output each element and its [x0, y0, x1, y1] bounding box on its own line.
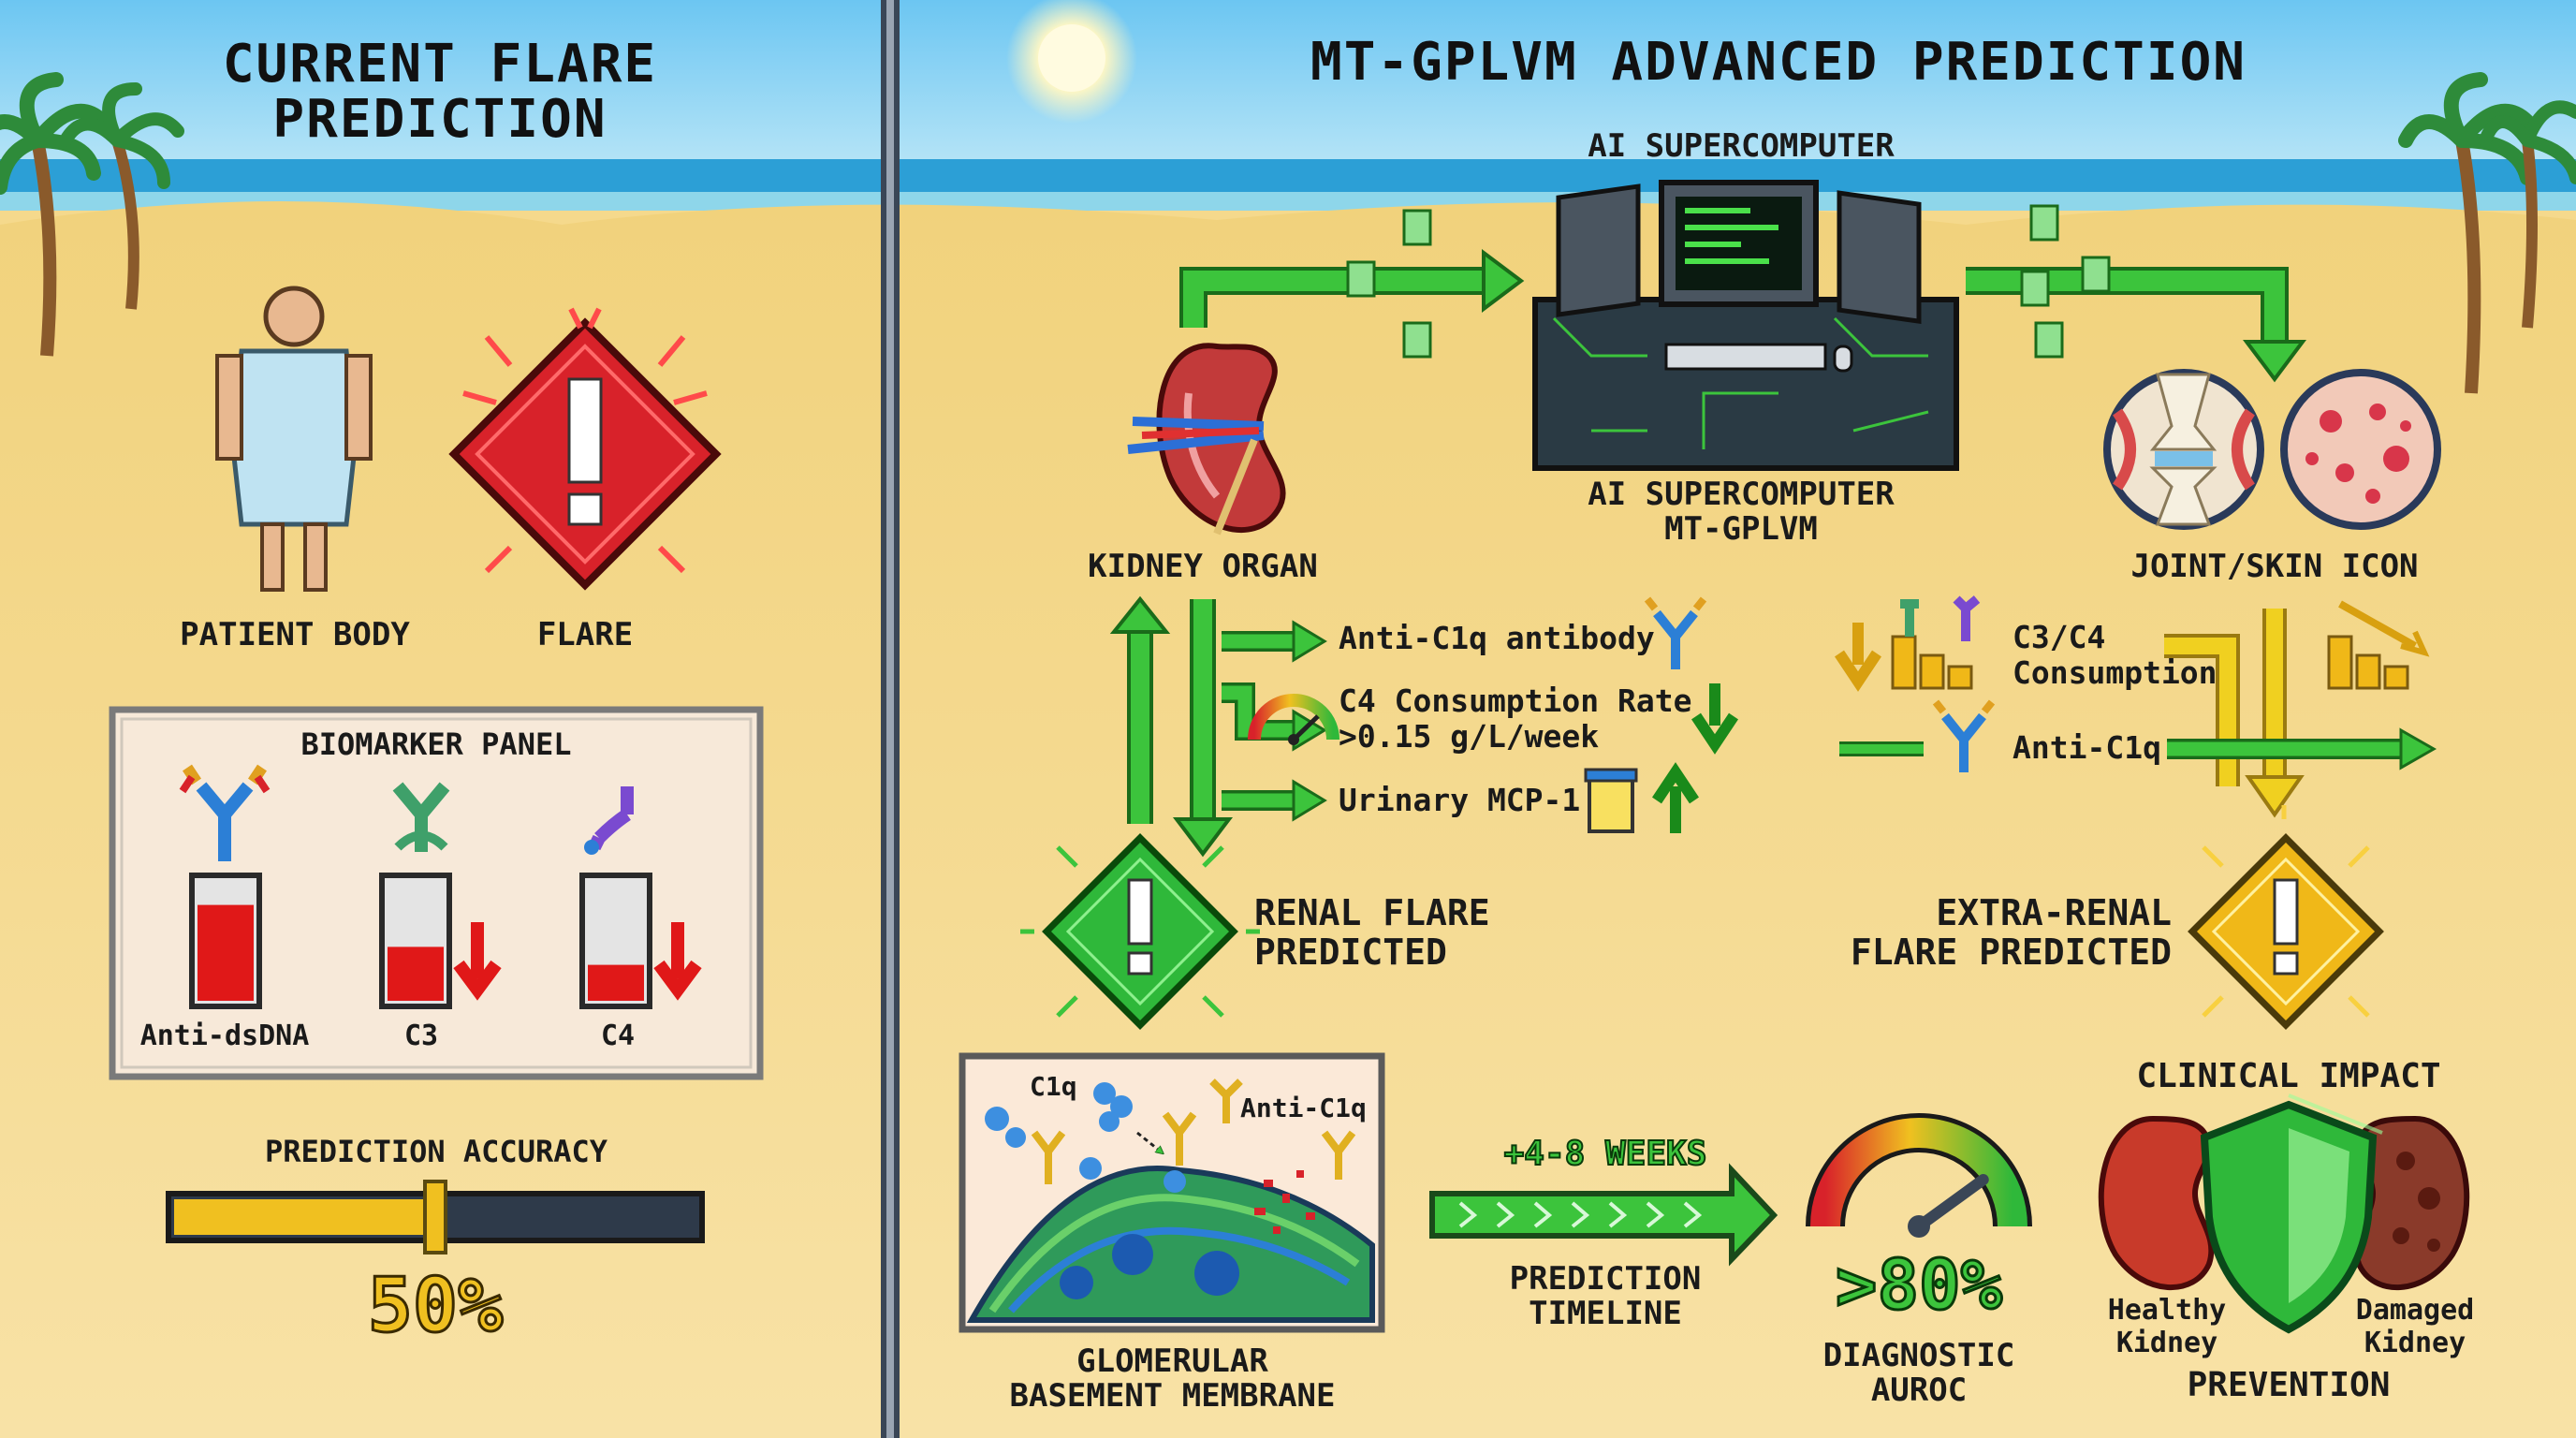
ai-supercomputer-icon — [1532, 180, 1959, 471]
anti-c1q-small-antibody-icon — [1932, 699, 1996, 772]
flow-arrow-kidney-to-ai — [1179, 249, 1525, 328]
damaged-kidney-label: Damaged Kidney — [2355, 1294, 2475, 1359]
extra-renal-flare-predicted-label: EXTRA-RENAL FLARE PREDICTED — [1850, 892, 2172, 973]
antibody-icon-c4 — [584, 786, 634, 855]
antibody-icon-c3 — [392, 782, 450, 852]
gbm-anti-c1q-label: Anti-C1q — [1240, 1093, 1367, 1123]
right-panel-title: MT-GPLVM ADVANCED PREDICTION — [1310, 32, 2247, 93]
prediction-timeline-arrow — [1429, 1163, 1778, 1267]
trend-down-arrow-c4 — [653, 922, 702, 1001]
kidney-organ-label: KIDNEY ORGAN — [1088, 548, 1318, 585]
bar-fill-anti-dsdna — [198, 904, 254, 1001]
flare-warning-icon — [448, 307, 722, 591]
declining-bars-icon — [2327, 600, 2430, 690]
healthy-kidney-label: Healthy Kidney — [2107, 1294, 2227, 1359]
complement-bars-icon — [1835, 595, 1981, 692]
joint-icon — [2103, 369, 2264, 530]
renal-flare-warning-icon — [1020, 833, 1260, 1030]
biomarker-panel-title: BIOMARKER PANEL — [300, 726, 572, 762]
flare-label: FLARE — [536, 616, 634, 653]
extra-item-anti-c1q: Anti-C1q — [2012, 729, 2161, 766]
ai-supercomputer-top-label: AI SUPERCOMPUTER — [1588, 127, 1895, 165]
extra-item-c3c4-consumption: C3/C4 Consumption — [2012, 619, 2217, 691]
urine-cup-icon — [1584, 768, 1638, 833]
renal-item-anti-c1q: Anti-C1q antibody — [1339, 620, 1655, 656]
auroc-value: >80% — [1834, 1244, 2003, 1328]
timeline-label: PREDICTION TIMELINE — [1509, 1260, 1702, 1333]
data-document-icons — [1346, 204, 2111, 359]
flow-arrow-ai-to-joint — [1966, 267, 2306, 383]
trend-down-arrow-c3 — [453, 922, 502, 1001]
gbm-label: GLOMERULAR BASEMENT MEMBRANE — [1009, 1343, 1336, 1416]
arrow-down-green-icon — [1691, 683, 1738, 755]
glomerular-membrane-panel — [959, 1052, 1385, 1333]
renal-branch-arrows — [1109, 595, 1327, 858]
palm-tree-left — [0, 72, 184, 357]
extra-renal-branch-arrows — [1839, 609, 2437, 818]
left-panel-title: CURRENT FLARE PREDICTION — [222, 34, 658, 150]
timeline-weeks-label: +4-8 WEEKS — [1503, 1135, 1708, 1173]
clinical-impact-title: CLINICAL IMPACT — [2136, 1057, 2441, 1095]
joint-skin-label: JOINT/SKIN ICON — [2130, 548, 2419, 585]
sun-core — [1038, 24, 1105, 92]
accuracy-value: 50% — [366, 1261, 505, 1351]
renal-flare-predicted-label: RENAL FLARE PREDICTED — [1254, 892, 1490, 973]
sky — [0, 0, 2576, 187]
gbm-c1q-label: C1q — [1030, 1071, 1077, 1102]
palm-tree-right — [2398, 72, 2576, 394]
skin-rash-icon — [2280, 369, 2441, 530]
accuracy-bar-marker — [423, 1180, 447, 1255]
prevention-label: PREVENTION — [2187, 1366, 2391, 1404]
arrow-up-green-icon — [1652, 762, 1699, 833]
accuracy-label: PREDICTION ACCURACY — [264, 1134, 608, 1169]
biomarker-bars — [189, 873, 702, 1009]
gauge-icon — [1248, 694, 1339, 745]
kidney-organ-icon — [1127, 343, 1286, 536]
auroc-gauge — [1806, 1113, 2032, 1238]
accuracy-bar-fill — [174, 1199, 435, 1235]
marker-label-c4: C4 — [600, 1020, 636, 1052]
prevention-shield-icon — [2200, 1093, 2383, 1334]
auroc-label: DIAGNOSTIC AUROC — [1822, 1337, 2015, 1410]
antibody-icon-dsdna — [179, 764, 271, 861]
patient-body-label: PATIENT BODY — [180, 616, 410, 653]
ai-supercomputer-bottom-label: AI SUPERCOMPUTER MT-GPLVM — [1588, 476, 1895, 549]
anti-c1q-antibody-icon — [1644, 596, 1707, 669]
surf — [0, 192, 2576, 211]
renal-item-urinary-mcp1: Urinary MCP-1 — [1339, 782, 1581, 818]
renal-item-c4-consumption: C4 Consumption Rate >0.15 g/L/week — [1339, 682, 1692, 755]
bar-fill-c3 — [388, 946, 444, 1001]
patient-body-icon — [215, 286, 373, 592]
marker-label-anti-dsdna: Anti-dsDNA — [139, 1020, 310, 1052]
healthy-kidney-icon — [2098, 1115, 2215, 1291]
marker-label-c3: C3 — [403, 1020, 439, 1052]
extra-renal-flare-warning-icon — [2188, 805, 2384, 1030]
panel-divider-highlight — [886, 0, 894, 1438]
bar-fill-c4 — [588, 964, 644, 1001]
